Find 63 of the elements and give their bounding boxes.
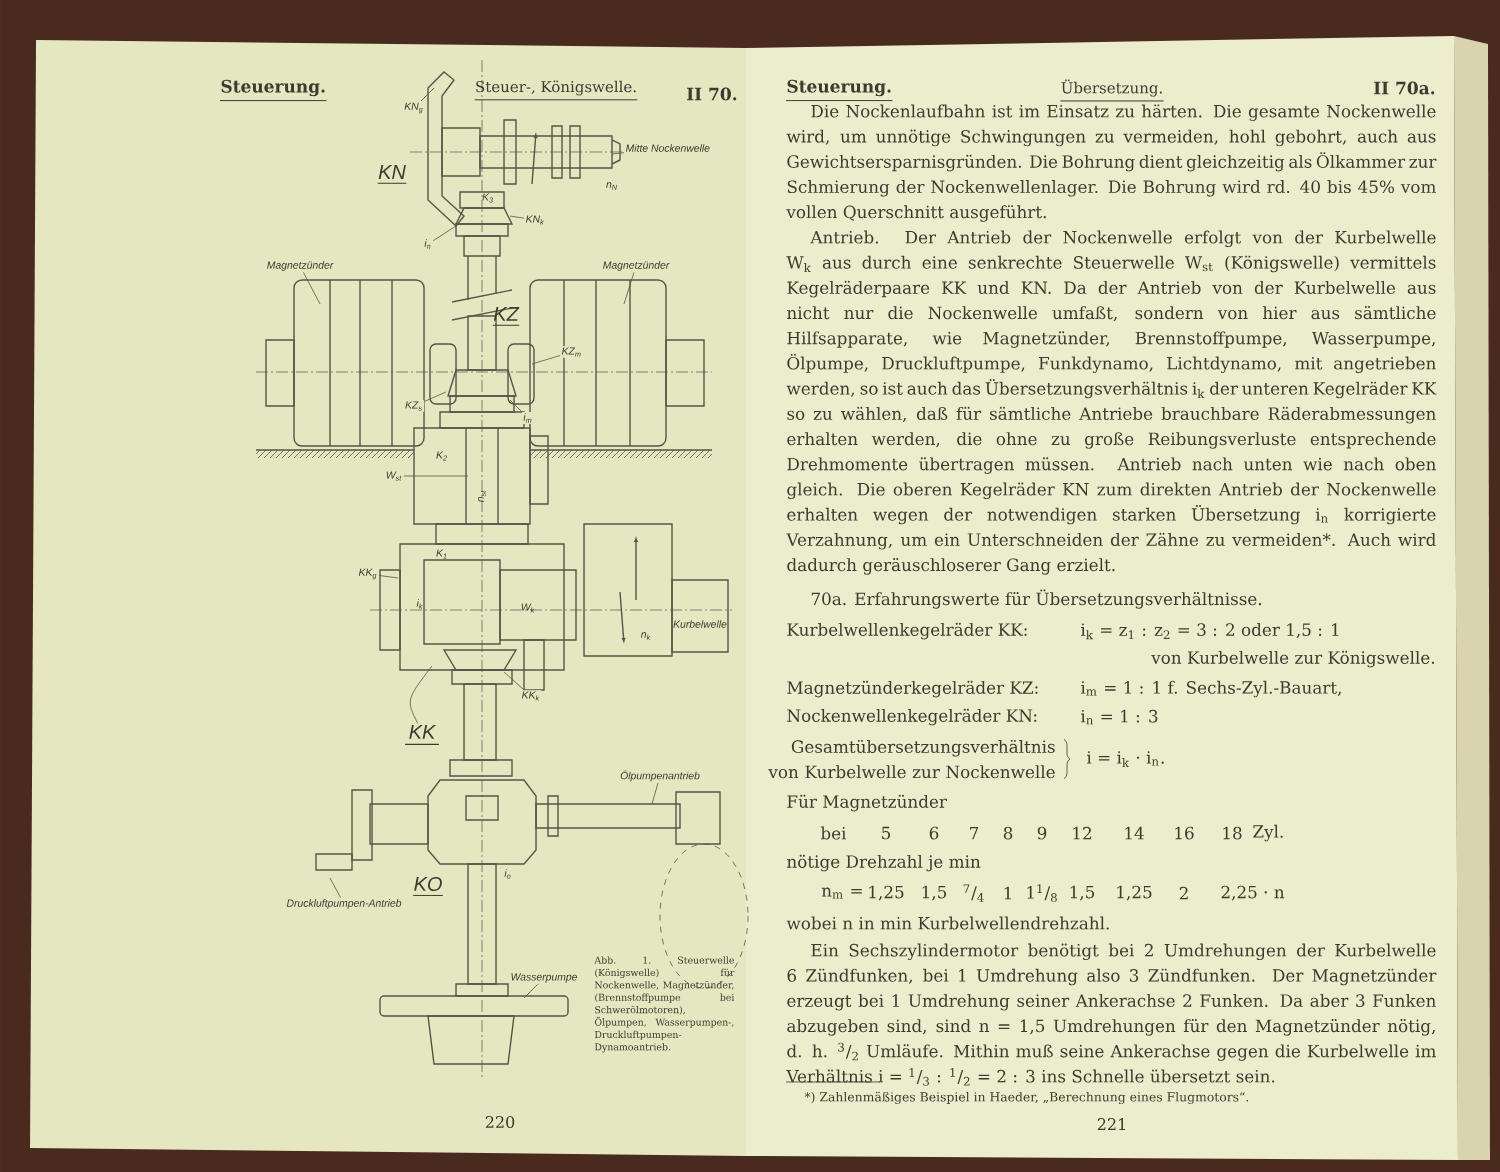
table-cell: Zyl. [1253,824,1283,842]
leader-line [378,575,399,579]
part-label: KZ [492,307,520,326]
table-cell: wobei n in min Kurbelwellendrehzahl. [786,916,1109,930]
table-cell: von Kurbelwelle zur Königswelle. [1151,650,1435,668]
leader-line [611,152,625,155]
paragraph: Ein Sechszylindermotor benötigt bei 2 Umdrehungen der Kurbelwelle 6 Zündfunken, bei 1 Umdrehung also 3 Zündfunken. Der Magnetzünder erzeugt bei 1 Umdrehung seiner Ankerachse 2 Funken. Da aber 3 Funken abzugeben sind, sind n = 1,5 Umdrehungen für den Magnetzünder nötig, d. h. $^{3}$/$_{2}$ Umläufe. Mithin muß seine Ankerachse gegen die Kurbelwelle im Verhältnis i = $^{1}$/$_{3}$ : $^{1}$/$_{2}$ = 2 : 3 ins Schnelle übersetzt sein. [786,943,1437,1086]
table-cell: 16 [1175,826,1194,840]
table-cell: Nockenwellenkegelräder KN: [787,708,1037,726]
table-cell: Gesamtübersetzungsverhältnis von Kurbelwelle zur Nockenwelle [768,739,1055,779]
section-number: II 70a. [1373,81,1435,95]
table-cell: 1 [1004,886,1011,900]
page-number: 221 [1097,1118,1125,1130]
table-cell: 9 [1037,826,1047,840]
table-cell: 8 [1003,826,1013,840]
leader-line [303,272,321,305]
table-cell: 18 [1223,826,1242,840]
leader-line [420,87,435,102]
table-cell: Kurbelwellenkegelräder KK: [787,622,1027,640]
part-label: KN [377,165,407,184]
table-cell: 7 [970,826,979,840]
table-cell: bei [820,826,847,840]
table-cell: i$_{m}$ = 1 : 1 f. Sechs-Zyl.-Bauart, [1081,680,1341,698]
leader-line [523,983,539,999]
table-cell: 5 [882,826,891,840]
table-cell: Magnetzünderkegelräder KZ: [787,680,1038,698]
table-cell: 2 [1179,886,1188,900]
part-label: KO [412,876,444,896]
leader-line [623,272,635,305]
leader-line [403,475,469,477]
table-cell: 2,25 · n [1221,885,1285,901]
leader-line [432,225,457,241]
table-cell: n$_{m}$ = [821,887,862,899]
leader-line [409,665,433,724]
table-cell: 12 [1073,826,1092,840]
table-cell: 1$^{1}$/$_{8}$ [1027,884,1057,902]
leader-line [503,671,525,691]
paragraph: Antrieb. Der Antrieb der Nockenwelle erfolgt von der Kurbelwelle W$_{k}$ aus durch eine senkrechte Steuerwelle W$_{st}$ (Königswelle) vermittels Kegelräderpaare KK und KN. Da der Antrieb von der Kurbelwelle aus nicht nur die Nockenwelle umfaßt, sondern von hier aus sämtliche Hilfsapparate, wie Magnetzünder, Brennstoffpumpe, Wasserpumpe, Ölpumpe, Druckluftpumpe, Funkdynamo, Lichtdynamo, mit angetrieben werden, so ist auch das Übersetzungsverhältnis i$_{k}$ der unteren Kegelräder KK so zu wählen, daß für sämtliche Antriebe brauchbare Räderabmessungen erhalten werden, die ohne zu große Reibungsverluste entsprechende Drehmomente übertragen müssen. Antrieb nach unten wie nach oben gleich. Die oberen Kegelräder KN zum direkten Antrieb der Nockenwelle erhalten wegen der notwendigen starken Übersetzung i$_{n}$ korrigierte Verzahnung, um ein Unterschneiden der Zähne zu vermeiden*. Auch wird dadurch geräuschloserer Gang erzielt. [786,230,1437,575]
table-cell: nötige Drehzahl je min [787,854,981,872]
table-cell: i = i$_{k}$ · i$_{n}$. [1087,751,1164,767]
table-cell: 1,5 [922,885,947,901]
table-cell: i$_{k}$ = z$_{1}$ : z$_{2}$ = 3 : 2 oder 1,5 : 1 [1081,623,1339,640]
table-cell: 1,5 [1070,885,1095,901]
leader-line [531,355,561,365]
paragraph: Die Nockenlaufbahn ist im Einsatz zu härten. Die gesamte Nockenwelle wird, um unnötige Schwingungen zu vermeiden, hohl gebohrt, auch aus Gewichtsersparnisgründen. Die Bohrung dient gleichzeitig als Ölkammer zur Schmierung der Nockenwellenlager. Die Bohrung wird rd. 40 bis 45% vom vollen Querschnitt ausgeführt. [786,104,1437,222]
table-cell: 6 [929,826,939,840]
leader-line [509,399,523,413]
leader-line [651,782,659,805]
page-heading: Steuerung. [219,79,327,102]
section-heading: 70a. Erfahrungswerte für Übersetzungsverhältnisse. [811,589,1262,609]
section-number: II 70. [687,87,737,101]
page-number: 220 [485,1115,515,1129]
page-heading: Steuerung. [785,79,893,102]
table-cell: 14 [1125,826,1144,840]
table-cell: $^{7}$/$_{4}$ [963,884,984,902]
leader-line [509,215,525,219]
part-label: KK [404,723,440,746]
table-cell: Für Magnetzünder [787,794,947,812]
table-cell: 1,25 [1117,885,1152,901]
leader-line [424,391,447,402]
leader-line [329,877,341,898]
table-cell: 1,25 [869,885,904,901]
table-cell: i$_{n}$ = 1 : 3 [1081,709,1158,725]
